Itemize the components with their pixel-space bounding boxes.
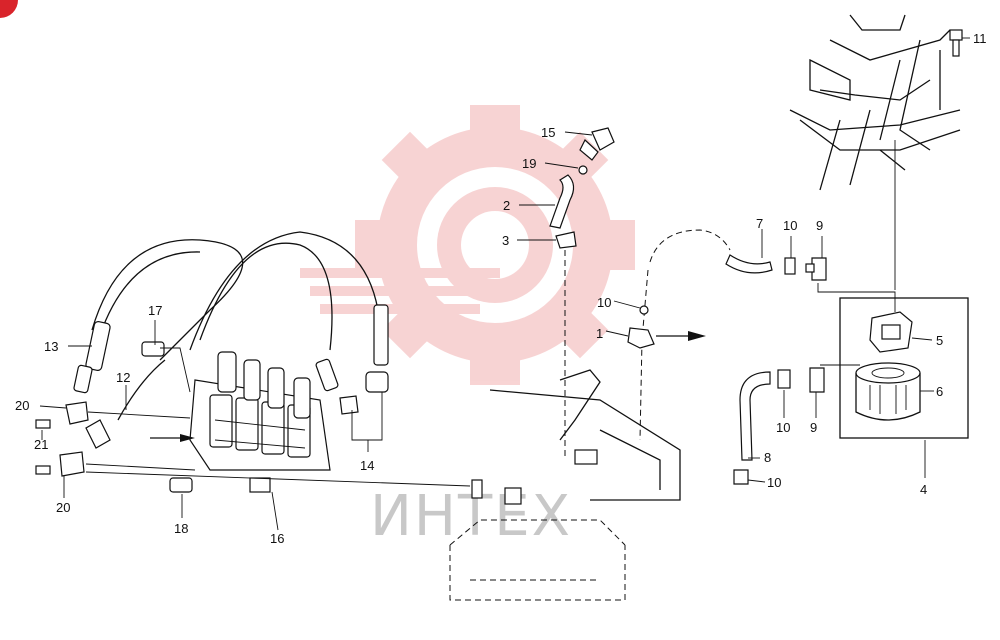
watermark-text: ИНТЕХ <box>370 484 572 549</box>
callout-21: 21 <box>34 437 48 452</box>
hoses-left <box>73 231 389 449</box>
callout-14: 14 <box>360 458 374 473</box>
callout-20-upper: 20 <box>15 398 29 413</box>
callout-5: 5 <box>936 333 943 348</box>
callout-6: 6 <box>936 384 943 399</box>
callout-9-lower: 9 <box>810 420 817 435</box>
pipe-right <box>627 229 731 441</box>
callout-7: 7 <box>756 216 763 231</box>
filter-box <box>839 297 969 439</box>
callout-18: 18 <box>174 521 188 536</box>
callout-9-upper: 9 <box>816 218 823 233</box>
callout-4: 4 <box>920 482 927 497</box>
callout-3: 3 <box>502 233 509 248</box>
upper-frame <box>789 14 961 290</box>
callout-10-upper: 10 <box>783 218 797 233</box>
callout-10-lower: 10 <box>776 420 790 435</box>
callout-11: 11 <box>973 31 987 46</box>
fittings-left <box>35 341 471 493</box>
hose-8 <box>733 367 825 485</box>
callout-16: 16 <box>270 531 284 546</box>
callout-19: 19 <box>522 156 536 171</box>
hydraulic-tank <box>449 369 681 601</box>
callout-17: 17 <box>148 303 162 318</box>
bolt-11 <box>949 29 963 57</box>
callout-13: 13 <box>44 339 58 354</box>
callout-15: 15 <box>541 125 555 140</box>
watermark-logo <box>300 105 635 385</box>
callout-10-center: 10 <box>597 295 611 310</box>
hose-7 <box>725 254 827 281</box>
callout-2: 2 <box>503 198 510 213</box>
control-valve <box>150 351 331 493</box>
corner-badge <box>0 0 18 18</box>
callout-1: 1 <box>596 326 603 341</box>
pipe-assembly-2 <box>549 127 615 460</box>
callout-10-bottom: 10 <box>767 475 781 490</box>
callout-labels: 1 2 3 4 5 6 7 8 9 9 10 10 10 10 11 12 13… <box>15 31 987 546</box>
leader-lines <box>39 37 970 531</box>
callout-12: 12 <box>116 370 130 385</box>
callout-20-lower: 20 <box>56 500 70 515</box>
callout-8: 8 <box>764 450 771 465</box>
